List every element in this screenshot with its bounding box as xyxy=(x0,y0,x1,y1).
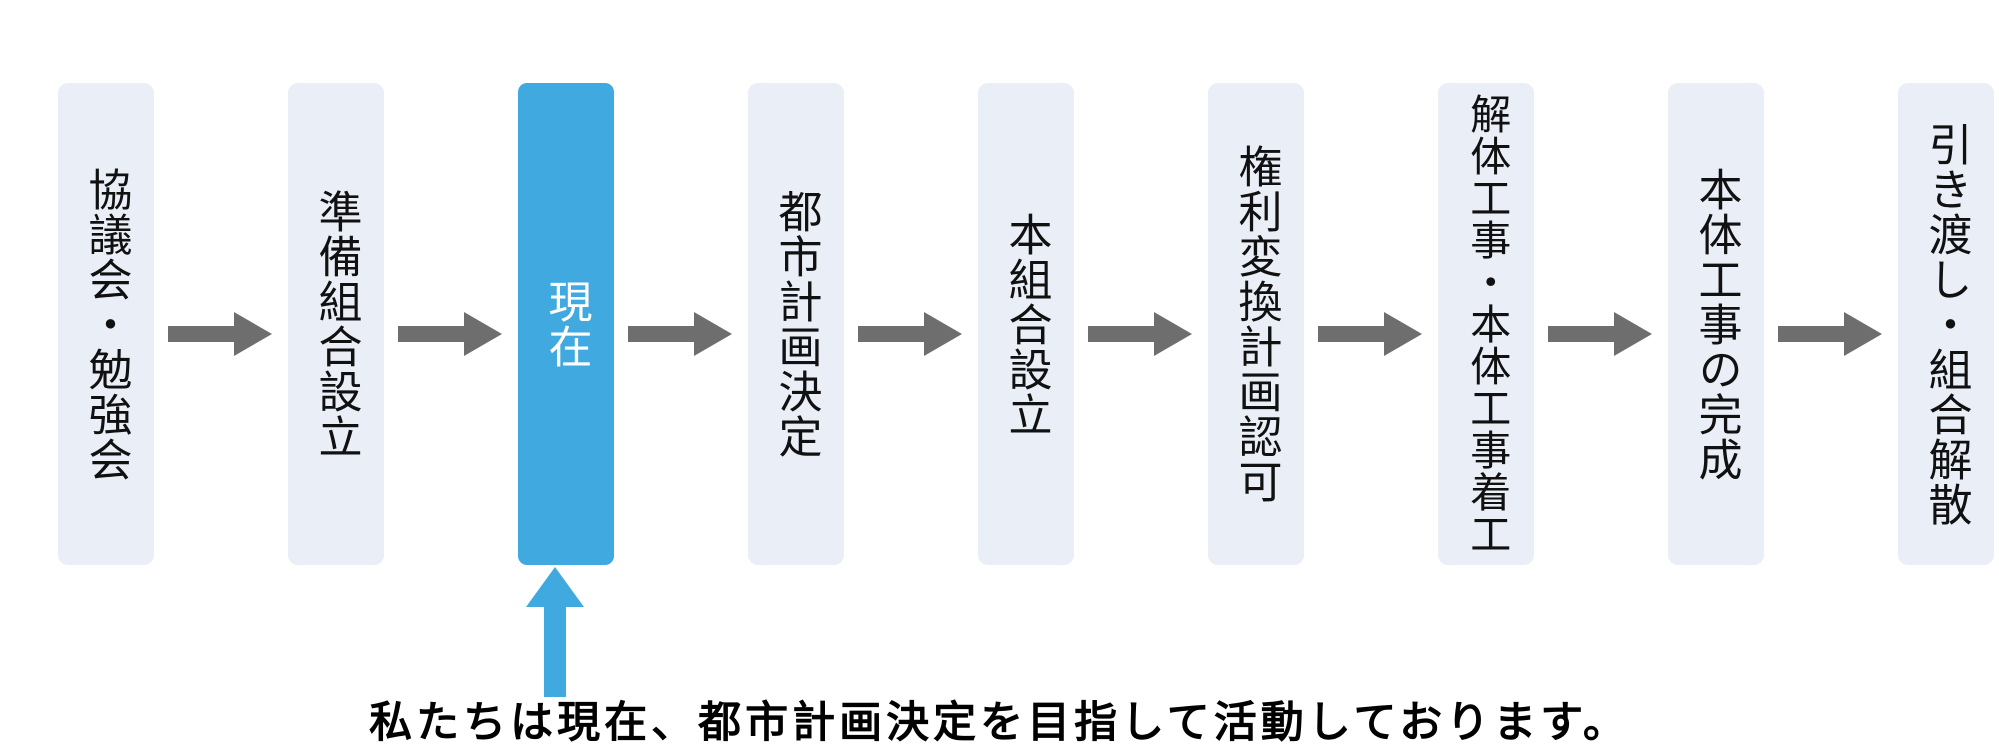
stage-box-2[interactable]: 準備組合設立 xyxy=(288,83,384,565)
stage-box-8[interactable]: 本体工事の完成 xyxy=(1668,83,1764,565)
stage-label-3: 現在 xyxy=(540,279,592,369)
stage-label-6: 権利変換計画認可 xyxy=(1230,144,1282,504)
arrow-right-icon-6 xyxy=(1318,310,1422,358)
arrow-right-icon-7 xyxy=(1548,310,1652,358)
stage-label-4: 都市計画決定 xyxy=(770,189,822,459)
stage-box-5[interactable]: 本組合設立 xyxy=(978,83,1074,565)
arrow-up-icon xyxy=(522,565,588,697)
stage-label-7: 解体工事・本体工事着工 xyxy=(1462,93,1511,555)
arrow-right-icon-1 xyxy=(168,310,272,358)
stage-box-6[interactable]: 権利変換計画認可 xyxy=(1208,83,1304,565)
stage-box-9[interactable]: 引き渡し・組合解散 xyxy=(1898,83,1994,565)
stage-box-4[interactable]: 都市計画決定 xyxy=(748,83,844,565)
callout-caption: 私たちは現在、都市計画決定を目指して活動しております。 xyxy=(369,698,1630,748)
stage-label-2: 準備組合設立 xyxy=(310,189,362,459)
stage-box-3-current[interactable]: 現在 xyxy=(518,83,614,565)
arrow-right-icon-2 xyxy=(398,310,502,358)
stage-label-8: 本体工事の完成 xyxy=(1690,166,1742,482)
stage-label-5: 本組合設立 xyxy=(1000,211,1052,437)
arrow-right-icon-8 xyxy=(1778,310,1882,358)
stage-label-1: 協議会・勉強会 xyxy=(80,166,132,482)
flow-row: 協議会・勉強会 準備組合設立 現在 xyxy=(58,83,1994,565)
stage-label-9: 引き渡し・組合解散 xyxy=(1920,121,1972,527)
arrow-right-icon-3 xyxy=(628,310,732,358)
stage-box-7[interactable]: 解体工事・本体工事着工 xyxy=(1438,83,1534,565)
arrow-right-icon-4 xyxy=(858,310,962,358)
stage-box-1[interactable]: 協議会・勉強会 xyxy=(58,83,154,565)
arrow-right-icon-5 xyxy=(1088,310,1192,358)
